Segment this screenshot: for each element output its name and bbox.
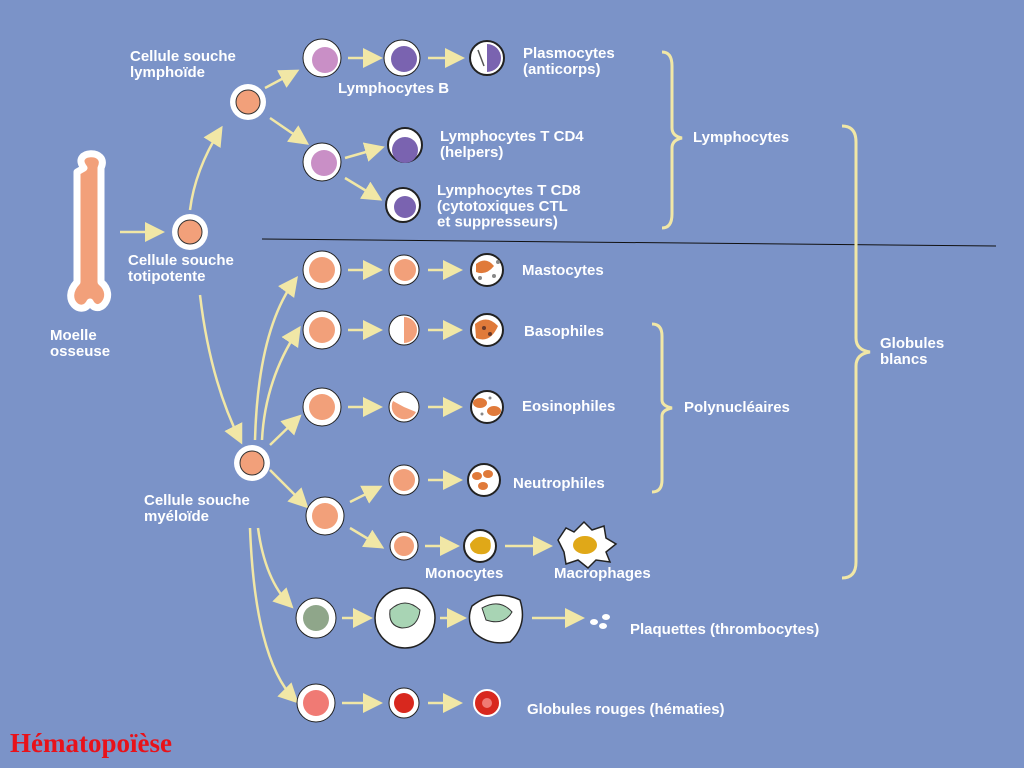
globules-blancs-brace — [841, 124, 871, 580]
megakaryocyte-precursor — [295, 597, 337, 639]
polynucleaires-label: Polynucléaires — [684, 399, 790, 416]
lymphoid-stem-cell — [230, 84, 266, 120]
monocyte-cell — [463, 529, 497, 563]
totipotent-stem-cell — [172, 214, 208, 250]
mastocyte-precursor-1 — [302, 250, 342, 290]
megakaryocyte-cell — [468, 594, 524, 644]
neutrophile-precursor-1 — [305, 496, 345, 536]
red-blood-cell — [473, 689, 501, 717]
erythroid-precursor — [296, 683, 336, 723]
monocyte-precursor — [389, 531, 419, 561]
myeloid-stem-cell — [234, 445, 270, 481]
divider-line — [261, 238, 997, 247]
polynucleaires-brace — [651, 322, 673, 494]
basophile-cell — [470, 313, 504, 347]
megakaryoblast-cell — [374, 587, 436, 649]
b-lymphocyte-cell — [383, 39, 421, 77]
basophile-precursor-2 — [388, 314, 420, 346]
slide-caption: Hématopoïèse — [10, 728, 172, 758]
mastocyte-precursor-2 — [388, 254, 420, 286]
platelets-icon — [590, 614, 610, 629]
t-lymphocyte-precursor — [302, 142, 342, 182]
neutrophile-cell — [467, 463, 501, 497]
eosinophile-precursor-2 — [388, 391, 420, 423]
macrophages-label: Macrophages — [554, 565, 651, 582]
plasmocytes-label: Plasmocytes(anticorps) — [523, 45, 615, 78]
plasmocyte-cell — [469, 40, 505, 76]
lymphocytes-brace — [661, 50, 683, 230]
braces — [651, 50, 871, 580]
plaquettes-label: Plaquettes (thrombocytes) — [630, 621, 819, 638]
neutrophiles-label: Neutrophiles — [513, 475, 605, 492]
erythroblast-cell — [388, 687, 420, 719]
lymphocytes-b-label: Lymphocytes B — [338, 80, 449, 97]
neutrophile-precursor-2 — [388, 464, 420, 496]
b-lymphocyte-precursor — [302, 38, 342, 78]
basophile-precursor-1 — [302, 310, 342, 350]
lymphocytes-group-label: Lymphocytes — [693, 129, 789, 146]
globules-rouges-label: Globules rouges (hématies) — [527, 701, 725, 718]
mastocytes-label: Mastocytes — [522, 262, 604, 279]
macrophage-cell — [557, 520, 618, 570]
monocytes-label: Monocytes — [425, 565, 503, 582]
t-cd4-cell — [387, 127, 423, 163]
mastocyte-cell — [470, 253, 504, 287]
bone-marrow-icon — [67, 150, 111, 312]
arrows — [120, 48, 585, 713]
eosinophile-cell — [470, 390, 504, 424]
eosinophile-precursor-1 — [302, 387, 342, 427]
basophiles-label: Basophiles — [524, 323, 604, 340]
eosinophiles-label: Eosinophiles — [522, 398, 615, 415]
t-cd8-cell — [385, 187, 421, 223]
lt-cd4-label: Lymphocytes T CD4(helpers) — [440, 128, 584, 161]
